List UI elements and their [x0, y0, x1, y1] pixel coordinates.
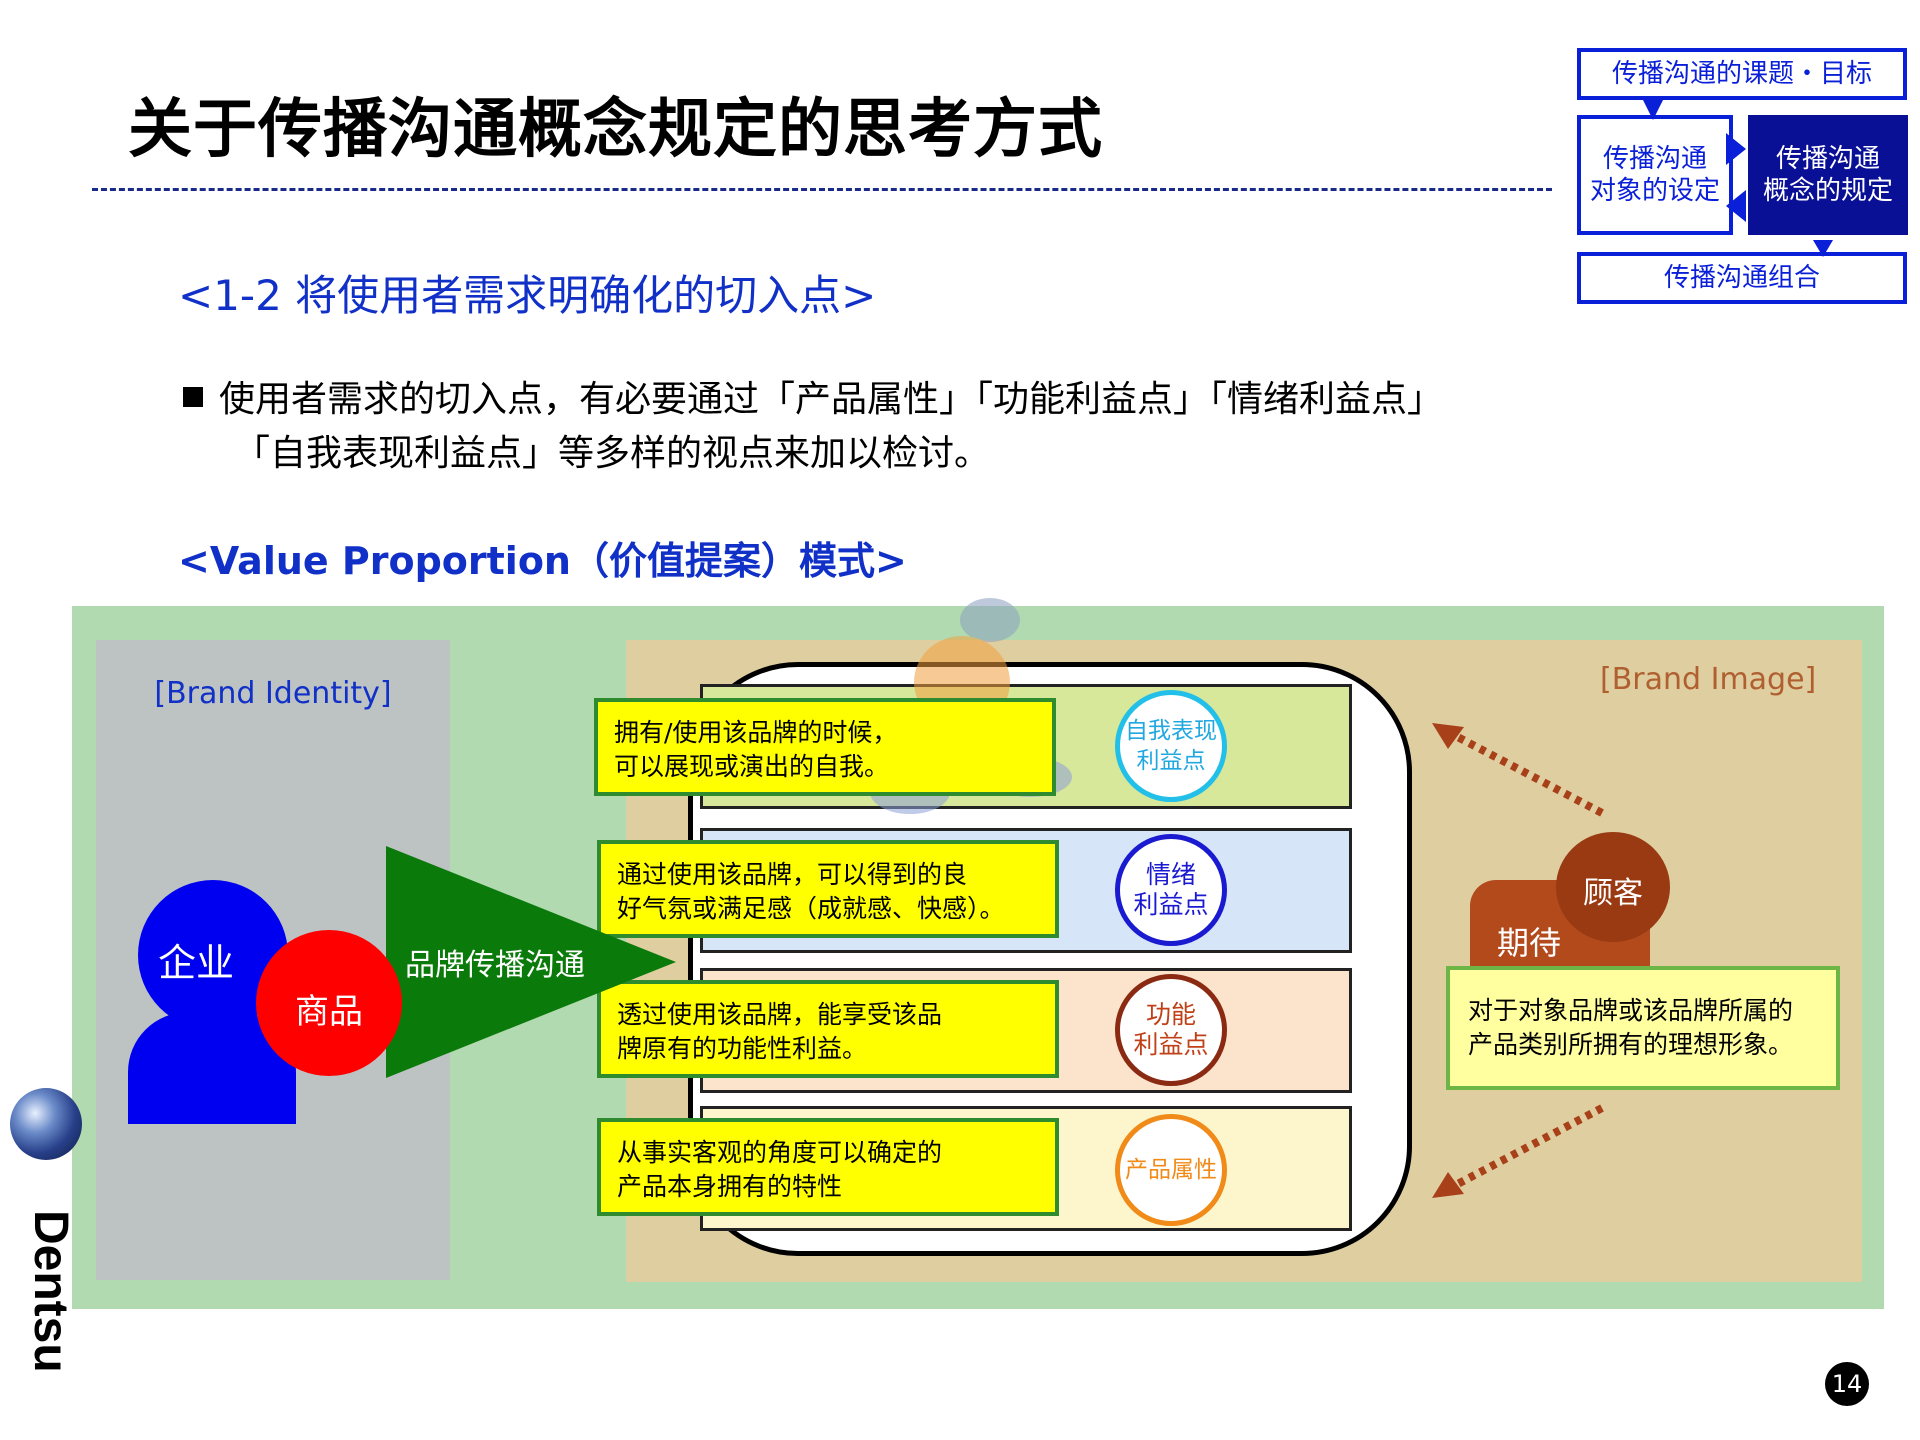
level-description-self-expression: 拥有/使用该品牌的时候， 可以展现或演出的自我。 — [594, 698, 1056, 796]
page-number: 14 — [1825, 1362, 1869, 1406]
dentsu-logo: Dentsu — [2, 1210, 92, 1410]
flow-box-concept-line2: 概念的规定 — [1762, 176, 1893, 206]
circle-emotional-benefit: 情绪利益点 — [1115, 834, 1227, 946]
brand-communication-triangle-icon — [386, 846, 676, 1078]
flow-box-concept-line1: 传播沟通 — [1775, 144, 1880, 174]
level1-desc-line2: 可以展现或演出的自我。 — [614, 752, 890, 781]
dotted-arrow-down-icon — [1432, 1104, 1604, 1198]
level4-desc-line2: 产品本身拥有的特性 — [617, 1172, 843, 1201]
circle-functional-benefit: 功能利益点 — [1115, 974, 1227, 1086]
level3-desc-line1: 透过使用该品牌，能享受该品 — [617, 1000, 943, 1029]
flow-arrow-down-right-icon — [1813, 240, 1833, 257]
section-subheading: <1-2 将使用者需求明确化的切入点> — [178, 271, 877, 320]
flow-box-mix: 传播沟通组合 — [1577, 252, 1907, 304]
circle2-line1: 情绪 — [1145, 860, 1196, 889]
title-divider — [92, 188, 1552, 191]
circle3-line1: 功能 — [1145, 1000, 1196, 1029]
level-description-functional: 透过使用该品牌，能享受该品牌原有的功能性利益。 — [597, 980, 1059, 1078]
circle4-line1: 产品属性 — [1125, 1157, 1217, 1183]
product-circle — [256, 930, 402, 1076]
dentsu-logo-text: Dentsu — [24, 1210, 77, 1373]
customer-circle — [1556, 832, 1670, 942]
expectation-label: 期待 — [1497, 924, 1562, 962]
flow-box-mix-label: 传播沟通组合 — [1663, 263, 1820, 293]
page-number-text: 14 — [1831, 1370, 1863, 1398]
brand-communication-label: 品牌传播沟通 — [405, 948, 585, 983]
brand-image-label: [Brand Image] — [1600, 662, 1817, 697]
company-label: 企业 — [158, 941, 235, 985]
level2-desc-line1: 通过使用该品牌，可以得到的良 — [617, 860, 968, 889]
dotted-arrow-up-icon — [1432, 723, 1604, 817]
bullet-text-line2: 「自我表现利益点」等多样的视点来加以检讨。 — [234, 433, 991, 474]
level-description-attribute: 从事实客观的角度可以确定的产品本身拥有的特性 — [597, 1118, 1059, 1216]
customer-box-line2: 产品类别所拥有的理想形象。 — [1468, 1030, 1794, 1059]
flow-box-goals-label: 传播沟通的课题・目标 — [1611, 59, 1872, 89]
bullet-text-line1-content: 使用者需求的切入点，有必要通过「产品属性」「功能利益点」「情绪利益点」 — [219, 379, 1444, 420]
page-title: 关于传播沟通概念规定的思考方式 — [128, 93, 1103, 167]
bullet-text-line1: 使用者需求的切入点，有必要通过「产品属性」「功能利益点」「情绪利益点」 — [183, 370, 1443, 422]
circle3-line2: 利益点 — [1133, 1030, 1209, 1059]
globe-logo-icon — [10, 1088, 82, 1160]
flow-box-target-line2: 对象的设定 — [1589, 176, 1720, 206]
level4-desc-line1: 从事实客观的角度可以确定的 — [617, 1138, 943, 1167]
flow-arrows — [1643, 100, 1833, 257]
flow-arrow-left-icon — [1726, 190, 1746, 222]
customer-ideal-image-box: 对于对象品牌或该品牌所属的产品类别所拥有的理想形象。 — [1446, 966, 1840, 1090]
product-label: 商品 — [295, 992, 363, 1032]
circle2-line2: 利益点 — [1133, 890, 1209, 919]
circle-product-attribute: 产品属性 — [1115, 1114, 1227, 1226]
level-description-emotional: 通过使用该品牌，可以得到的良好气氛或满足感（成就感、快感）。 — [597, 840, 1059, 938]
flow-box-concept: 传播沟通概念的规定 — [1748, 115, 1908, 235]
level1-desc-line1: 拥有/使用该品牌的时候， — [614, 718, 898, 747]
customer-label: 顾客 — [1583, 876, 1643, 911]
flow-box-goals: 传播沟通的课题・目标 — [1577, 48, 1907, 100]
customer-box-line1: 对于对象品牌或该品牌所属的 — [1468, 996, 1794, 1025]
level3-desc-line2: 牌原有的功能性利益。 — [617, 1034, 868, 1063]
flow-arrow-right-icon — [1726, 133, 1746, 165]
flow-box-target-line1: 传播沟通 — [1602, 144, 1707, 174]
flow-arrow-down-left-icon — [1643, 100, 1663, 120]
flow-box-target: 传播沟通对象的设定 — [1577, 115, 1733, 235]
model-title: <Value Proportion（价值提案）模式> — [178, 539, 907, 583]
circle1-line2: 利益点 — [1136, 748, 1206, 774]
level2-desc-line2: 好气氛或满足感（成就感、快感）。 — [617, 894, 1005, 923]
circle-self-expression-benefit: 自我表现利益点 — [1115, 690, 1227, 802]
bullet-square-icon — [183, 387, 203, 407]
brand-identity-label: [Brand Identity] — [154, 676, 392, 711]
circle1-line1: 自我表现 — [1125, 718, 1217, 744]
